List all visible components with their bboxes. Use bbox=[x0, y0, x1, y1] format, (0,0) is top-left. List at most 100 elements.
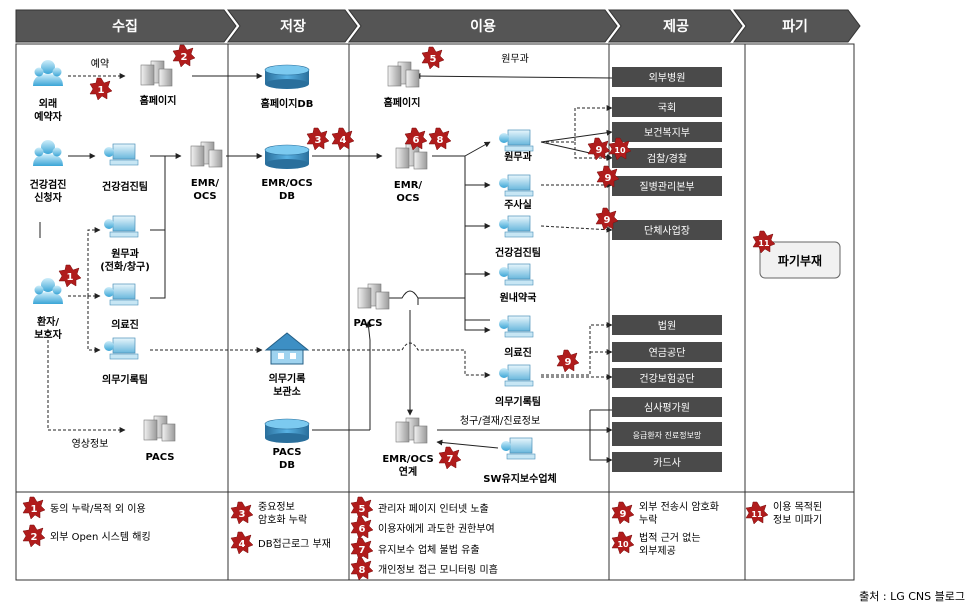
usage-checkup-team-label: 건강검진팀 bbox=[495, 246, 541, 259]
svg-text:8: 8 bbox=[359, 565, 366, 576]
svg-text:5: 5 bbox=[359, 504, 366, 515]
collection-pacs-label: PACS bbox=[146, 452, 175, 463]
provider-box-court: 법원 bbox=[612, 315, 722, 335]
legend-item: 6 이용자에게 과도한 권한부여 bbox=[350, 516, 495, 540]
usage-emr-ocs-label: EMR/OCS bbox=[394, 180, 422, 204]
svg-text:법원: 법원 bbox=[658, 320, 676, 332]
server-icon bbox=[190, 141, 223, 168]
svg-text:유지보수 업체 불법 유출: 유지보수 업체 불법 유출 bbox=[378, 543, 480, 556]
svg-text:국회: 국회 bbox=[658, 102, 676, 114]
collection-emr-ocs-label: EMR/OCS bbox=[191, 178, 219, 202]
svg-text:관리자 페이지 인터넷 노출: 관리자 페이지 인터넷 노출 bbox=[378, 503, 489, 515]
risk-marker: 9 bbox=[596, 165, 620, 189]
svg-text:9: 9 bbox=[604, 215, 611, 226]
workstation-icon bbox=[498, 263, 534, 286]
phase-header: 수집 저장 이용 제공 파기 bbox=[15, 9, 861, 43]
phase-label-usage: 이용 bbox=[470, 18, 496, 35]
svg-text:3: 3 bbox=[315, 135, 322, 146]
risk-marker: 2 bbox=[172, 44, 196, 68]
svg-text:4: 4 bbox=[239, 539, 246, 550]
usage-admin-dept-top-label: 원무과 bbox=[501, 53, 529, 65]
risk-marker: 4 bbox=[331, 127, 355, 151]
phase-label-disposal: 파기 bbox=[782, 19, 808, 35]
svg-text:11: 11 bbox=[751, 510, 763, 519]
svg-text:3: 3 bbox=[239, 509, 246, 520]
provider-box-review-agency: 심사평가원 bbox=[612, 397, 722, 417]
risk-marker: 6 bbox=[404, 127, 428, 151]
svg-text:연금공단: 연금공단 bbox=[649, 347, 686, 359]
database-icon bbox=[264, 64, 310, 90]
svg-text:2: 2 bbox=[31, 532, 38, 543]
provider-box-emergency-network: 응급환자 진료정보망 bbox=[612, 422, 722, 446]
svg-text:외부 Open 시스템 해킹: 외부 Open 시스템 해킹 bbox=[50, 530, 151, 543]
svg-text:개인정보 접근 모니터링 미흡: 개인정보 접근 모니터링 미흡 bbox=[378, 563, 498, 576]
risk-marker: 8 bbox=[428, 127, 452, 151]
svg-text:7: 7 bbox=[359, 545, 366, 556]
risk-marker: 1 bbox=[58, 264, 82, 288]
phase-label-provision: 제공 bbox=[663, 19, 689, 35]
provider-box-kcdc: 질병관리본부 bbox=[612, 176, 722, 196]
svg-text:6: 6 bbox=[413, 135, 420, 146]
usage-pacs-label: PACS bbox=[354, 318, 383, 329]
risk-marker: 1 bbox=[89, 77, 113, 101]
svg-text:8: 8 bbox=[437, 135, 444, 146]
workstation-icon bbox=[103, 215, 139, 238]
disposal-column: 파기부재 bbox=[759, 241, 841, 279]
svg-text:보건복지부: 보건복지부 bbox=[644, 127, 690, 139]
svg-text:이용자에게 과도한 권한부여: 이용자에게 과도한 권한부여 bbox=[378, 523, 495, 535]
provider-box-national-assembly: 국회 bbox=[612, 97, 722, 117]
workstation-icon bbox=[103, 337, 139, 360]
workstation-icon bbox=[498, 364, 534, 387]
usage-medical-staff-label: 의료진 bbox=[504, 346, 532, 359]
patient-guardian-label: 환자/보호자 bbox=[34, 315, 62, 341]
source-caption: 출처 : LG CNS 블로그 bbox=[859, 590, 965, 603]
sw-vendor-label: SW유지보수업체 bbox=[483, 472, 556, 485]
reservation-label: 예약 bbox=[91, 58, 109, 70]
risk-marker: 11 bbox=[752, 230, 776, 254]
collection-medical-staff-label: 의료진 bbox=[111, 318, 139, 331]
risk-marker: 9 bbox=[556, 349, 580, 373]
svg-text:검찰/경찰: 검찰/경찰 bbox=[647, 152, 687, 165]
phase-arrow-provision bbox=[608, 9, 743, 43]
phase-label-storage: 저장 bbox=[280, 18, 306, 35]
server-icon bbox=[140, 60, 173, 87]
provision-column: 외부병원 국회 보건복지부 검찰/경찰 질병관리본부 단체사업장 법원 연금공단… bbox=[612, 67, 722, 472]
provider-box-card-company: 카드사 bbox=[612, 452, 722, 472]
svg-text:6: 6 bbox=[359, 524, 366, 535]
svg-text:단체사업장: 단체사업장 bbox=[644, 224, 690, 237]
legend-item: 2 외부 Open 시스템 해킹 bbox=[22, 524, 151, 548]
collection-checkup-team-label: 건강검진팀 bbox=[102, 180, 148, 193]
risk-marker: 3 bbox=[306, 127, 330, 151]
imaging-label: 영상정보 bbox=[72, 438, 109, 450]
risk-marker: 9 bbox=[595, 207, 619, 231]
risk-markers: 1 2 3 4 5 6 8 9 10 9 9 9 11 1 7 bbox=[58, 44, 776, 470]
dashed-connectors bbox=[47, 73, 613, 433]
risk-marker: 9 bbox=[587, 137, 611, 161]
server-icon bbox=[387, 61, 420, 88]
svg-text:10: 10 bbox=[614, 146, 626, 155]
risk-marker: 5 bbox=[421, 46, 445, 70]
svg-text:질병관리본부: 질병관리본부 bbox=[639, 181, 694, 193]
provider-box-pension-service: 연금공단 bbox=[612, 342, 722, 362]
server-icon bbox=[357, 283, 390, 310]
svg-text:5: 5 bbox=[430, 54, 437, 65]
legend-item: 5 관리자 페이지 인터넷 노출 bbox=[350, 496, 489, 520]
server-icon bbox=[395, 143, 428, 170]
svg-text:동의 누락/목적 외 이용: 동의 누락/목적 외 이용 bbox=[50, 503, 146, 515]
database-icon bbox=[264, 418, 310, 444]
collection-homepage-label: 홈페이지 bbox=[140, 94, 177, 107]
workstation-icon bbox=[498, 215, 534, 238]
svg-text:11: 11 bbox=[758, 239, 770, 248]
